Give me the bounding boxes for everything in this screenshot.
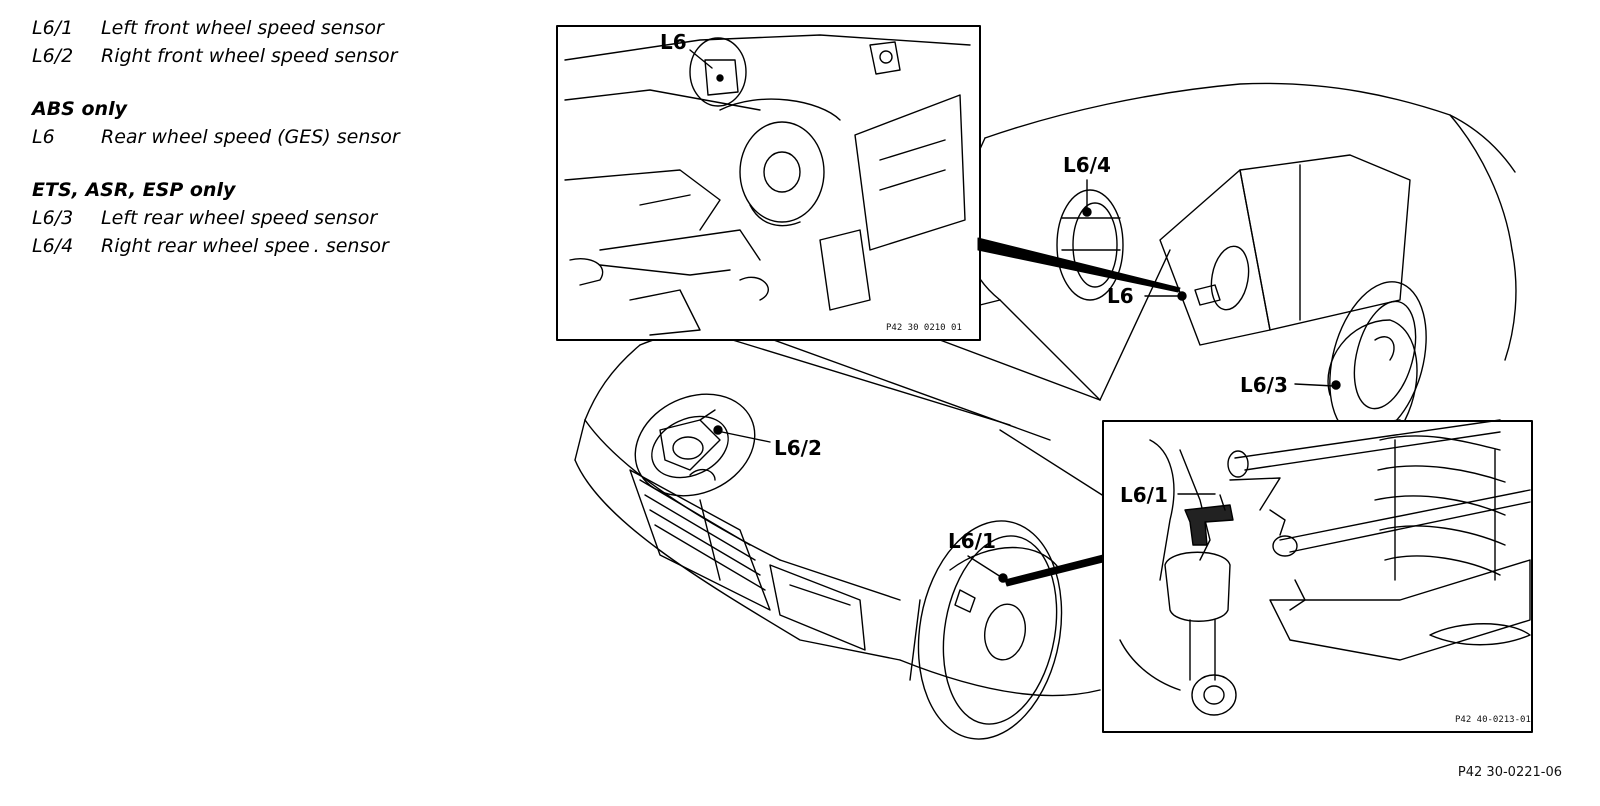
legend-heading-abs: ABS only [32,98,127,120]
legend-desc: Right front wheel speed sensor [101,45,398,67]
leader-lines [689,49,1335,578]
legend-group-ets: ETS, ASR, ESP only L6/3 Left rear wheel … [32,177,512,260]
label-l6-2: L6/2 [774,436,822,460]
legend-item-l6-3: L6/3 Left rear wheel speed sensor [32,204,512,232]
front-right-wheel-hub [634,393,756,497]
legend-item-l6-2: L6/2 Right front wheel speed sensor [32,42,512,70]
label-l6-inset: L6 [660,30,687,54]
legend-code: L6/2 [32,45,74,67]
legend: L6/1 Left front wheel speed sensor L6/2 … [32,14,512,286]
legend-desc: Left rear wheel speed sensor [101,207,378,229]
legend-code: L6 [32,126,55,148]
front-left-wheel [909,520,1063,740]
rear-right-wheel [1056,189,1124,301]
front-grille [629,468,771,611]
legend-group-abs: ABS only L6 Rear wheel speed (GES) senso… [32,96,512,151]
legend-code: L6/3 [32,207,74,229]
legend-code: L6/1 [32,17,74,39]
inset-rear-ref: P42 30 0210 01 [886,323,962,333]
rear-sensor-inset [556,25,981,341]
legend-item-l6: L6 Rear wheel speed (GES) sensor [32,123,512,151]
headlight [769,564,866,651]
label-l6-3: L6/3 [1240,373,1288,397]
legend-code: L6/4 [32,235,74,257]
legend-group-front: L6/1 Left front wheel speed sensor L6/2 … [32,14,512,70]
inset-connectors [977,237,1181,587]
legend-desc: Left front wheel speed sensor [101,17,384,39]
figure-reference-code: P42 30-0221-06 [1457,765,1562,780]
legend-item-l6-1: L6/1 Left front wheel speed sensor [32,14,512,42]
inset-front-ref: P42 40-0213-01 [1455,715,1531,725]
legend-heading-ets: ETS, ASR, ESP only [32,179,236,201]
legend-item-l6-4: L6/4 Right rear wheel spee ․ sensor [32,232,512,260]
legend-desc: Rear wheel speed (GES) sensor [101,126,400,148]
label-l6-1-car: L6/1 [948,529,996,553]
legend-desc: Right rear wheel spee ․ sensor [101,235,389,257]
label-l6-4: L6/4 [1063,153,1111,177]
label-l6-1-inset: L6/1 [1120,483,1168,507]
label-l6-car: L6 [1107,284,1134,308]
front-sensor-inset [1102,419,1533,733]
rear-axle-sensor [1177,245,1250,311]
